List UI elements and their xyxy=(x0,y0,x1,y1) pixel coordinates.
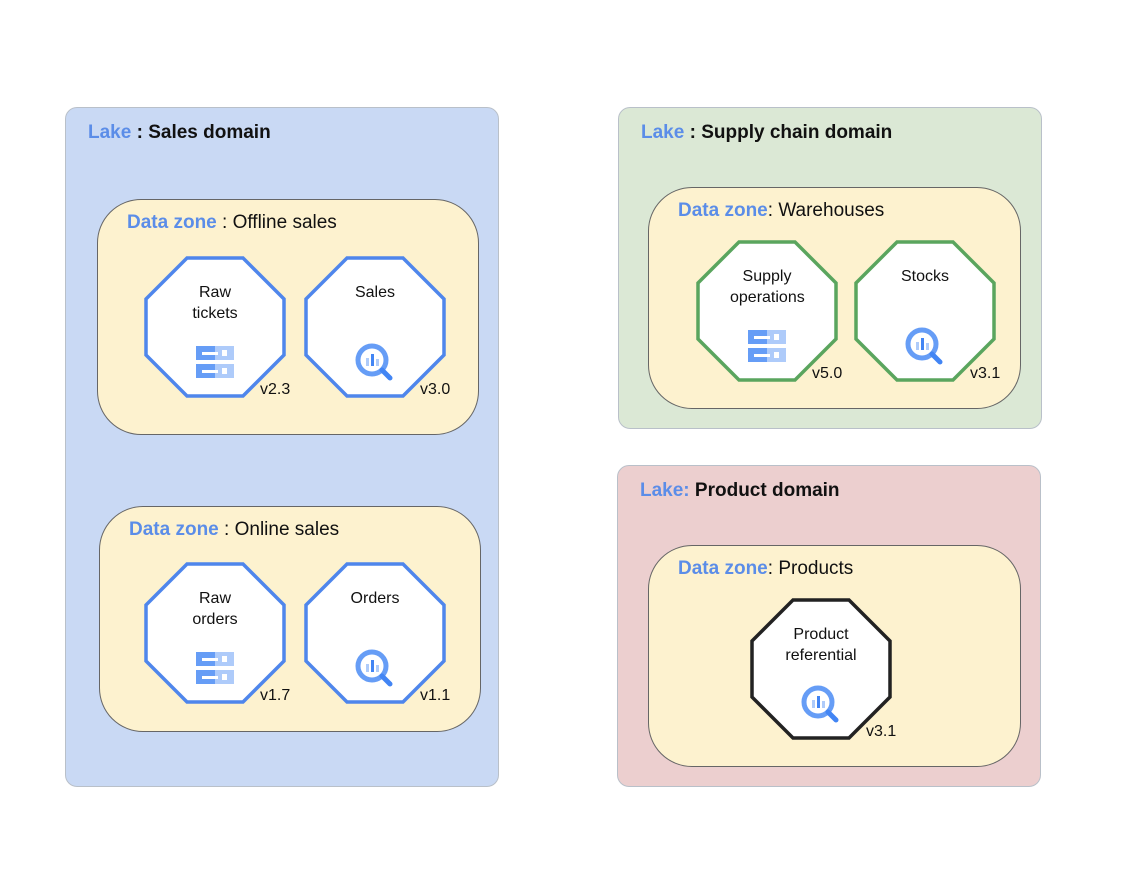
lake-name: Sales domain xyxy=(148,122,271,143)
asset-version: v3.1 xyxy=(970,365,1001,382)
zone-separator: : xyxy=(767,200,779,221)
lake-keyword: Lake: xyxy=(640,480,690,501)
lake-keyword: Lake xyxy=(641,122,685,143)
zone-keyword: Data zone xyxy=(678,558,768,579)
asset-product-referential[interactable]: Product referential xyxy=(750,598,892,740)
zone-keyword: Data zone xyxy=(678,200,768,221)
zone-name: Offline sales xyxy=(232,212,337,233)
zone-title: Data zone : Offline sales xyxy=(127,212,337,234)
zone-title: Data zone : Online sales xyxy=(129,519,339,541)
zone-name: Products xyxy=(778,558,854,579)
asset-version: v3.0 xyxy=(420,381,451,398)
asset-label: Raw tickets xyxy=(192,284,238,322)
zone-title: Data zone: Warehouses xyxy=(678,200,884,222)
lake-title: Lake : Sales domain xyxy=(88,122,271,144)
octagon-shape xyxy=(304,562,446,704)
storage-icon xyxy=(742,326,792,368)
asset-label: Product referential xyxy=(785,626,857,664)
lake-separator: : xyxy=(684,122,702,143)
asset-stocks[interactable]: Stocks xyxy=(854,240,996,382)
octagon-shape xyxy=(144,256,286,398)
zone-separator: : xyxy=(767,558,779,579)
zone-keyword: Data zone xyxy=(129,519,219,540)
octagon-shape xyxy=(304,256,446,398)
octagon-shape xyxy=(854,240,996,382)
octagon-shape xyxy=(696,240,838,382)
asset-supply-operations[interactable]: Supply operations xyxy=(696,240,838,382)
bigquery-icon xyxy=(350,648,400,690)
asset-sales[interactable]: Sales xyxy=(304,256,446,398)
lake-separator: : xyxy=(131,122,149,143)
storage-icon xyxy=(190,342,240,384)
asset-label: Sales xyxy=(354,284,396,301)
asset-orders[interactable]: Orders xyxy=(304,562,446,704)
asset-raw-tickets[interactable]: Raw tickets xyxy=(144,256,286,398)
storage-icon xyxy=(190,648,240,690)
asset-raw-orders[interactable]: Raw orders xyxy=(144,562,286,704)
asset-label: Orders xyxy=(350,590,400,607)
octagon-shape xyxy=(144,562,286,704)
lake-name: Supply chain domain xyxy=(701,122,893,143)
asset-version: v1.1 xyxy=(420,687,451,704)
asset-version: v1.7 xyxy=(260,687,291,704)
asset-version: v2.3 xyxy=(260,381,291,398)
zone-name: Warehouses xyxy=(778,200,885,221)
lake-keyword: Lake xyxy=(88,122,132,143)
lake-title: Lake: Product domain xyxy=(640,480,840,502)
zone-separator: : xyxy=(216,212,233,233)
zone-separator: : xyxy=(218,519,235,540)
zone-name: Online sales xyxy=(234,519,340,540)
zone-title: Data zone: Products xyxy=(678,558,853,580)
asset-version: v5.0 xyxy=(812,365,843,382)
asset-label: Supply operations xyxy=(730,268,805,306)
lake-name: Product domain xyxy=(694,480,840,501)
asset-version: v3.1 xyxy=(866,723,897,740)
bigquery-icon xyxy=(350,342,400,384)
asset-label: Raw orders xyxy=(192,590,238,628)
asset-label: Stocks xyxy=(900,268,949,285)
bigquery-icon xyxy=(900,326,950,368)
bigquery-icon xyxy=(796,684,846,726)
octagon-shape xyxy=(750,598,892,740)
lake-title: Lake : Supply chain domain xyxy=(641,122,892,144)
zone-keyword: Data zone xyxy=(127,212,217,233)
